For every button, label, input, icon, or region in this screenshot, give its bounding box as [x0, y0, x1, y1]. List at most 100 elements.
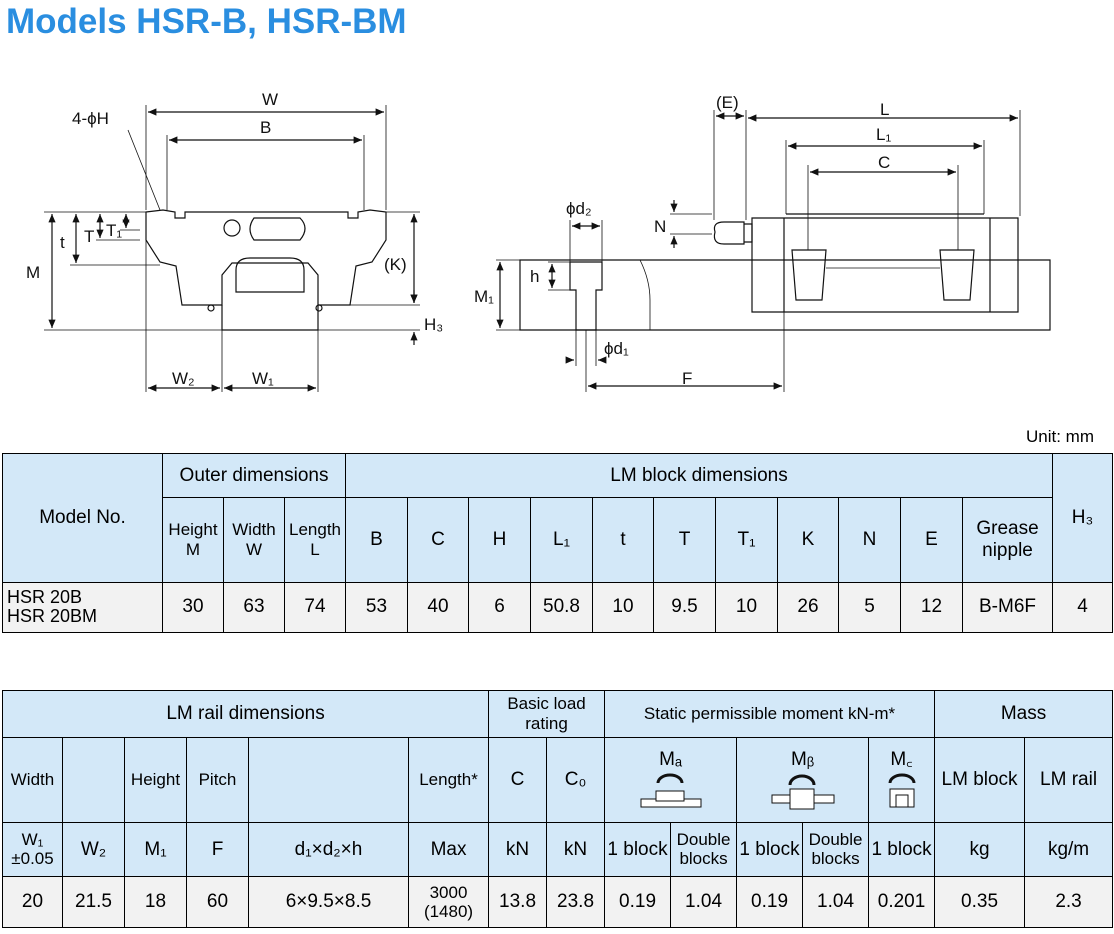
- dim-M1: M₁: [474, 287, 494, 306]
- value-MA-2: 1.04: [670, 876, 738, 928]
- dim-t: t: [60, 233, 65, 252]
- value-N: 5: [838, 581, 901, 634]
- moment-a-icon: [640, 773, 702, 808]
- header-B: B: [345, 497, 408, 583]
- block-dimensions-table: Model No. Outer dimensions LM block dime…: [2, 452, 1114, 634]
- header-C: C: [407, 497, 469, 583]
- dim-d1: ϕd₁: [604, 339, 629, 358]
- value-block-mass: 0.35: [934, 876, 1026, 928]
- value-MC-1: 0.201: [868, 876, 936, 928]
- value-W: 63: [223, 581, 285, 634]
- dim-W1: W₁: [252, 369, 274, 388]
- dim-B: B: [260, 118, 271, 137]
- value-C: 13.8: [488, 876, 548, 928]
- header-L1: L₁: [530, 497, 593, 583]
- header-blank-dims: [248, 736, 409, 823]
- value-length-max: 3000 (1480): [407, 876, 490, 928]
- header-lm-block: LM block: [934, 736, 1026, 823]
- header-static-moment: Static permissible moment kN-m*: [604, 690, 936, 738]
- header-C0: C₀: [546, 736, 606, 823]
- dim-H3: H₃: [424, 315, 443, 334]
- dim-T: T: [84, 227, 94, 246]
- header-MB-double: Double blocks: [802, 821, 870, 878]
- header-C: C: [488, 736, 548, 823]
- value-W1: 20: [2, 876, 63, 928]
- dim-N: N: [654, 217, 666, 236]
- header-blank-w2: [62, 736, 125, 823]
- header-mass: Mass: [934, 690, 1114, 738]
- header-M1: M₁: [124, 821, 187, 878]
- value-MA-1: 0.19: [604, 876, 672, 928]
- dim-hole: 4-ϕH: [72, 109, 109, 128]
- header-W2: W₂: [62, 821, 125, 878]
- header-lm-block-dimensions: LM block dimensions: [344, 452, 1054, 499]
- dim-K: (K): [384, 255, 407, 274]
- header-MA-1-block: 1 block: [604, 821, 672, 878]
- header-length: Length*: [407, 736, 490, 823]
- dim-F: F: [682, 369, 692, 388]
- value-t: 10: [592, 581, 654, 634]
- value-W2: 21.5: [62, 876, 125, 928]
- header-K: K: [777, 497, 839, 583]
- header-kN: kN: [488, 821, 548, 878]
- technical-drawing: W B 4-ϕH T₁ T t M (K) H₃ W₂ W₁ (E) L L₁ …: [26, 90, 1051, 392]
- moment-c-icon: [888, 773, 916, 808]
- value-L: 74: [284, 581, 346, 634]
- value-grease-nipple: B-M6F: [961, 581, 1054, 634]
- dim-E: (E): [716, 93, 739, 112]
- value-T1: 10: [715, 581, 778, 634]
- header-kgm: kg/m: [1024, 821, 1114, 878]
- header-MB: Mᵦ: [736, 736, 870, 823]
- header-grease-nipple: Grease nipple: [961, 497, 1054, 583]
- header-H3: H₃: [1052, 453, 1114, 583]
- value-F: 60: [186, 876, 249, 928]
- value-H3: 4: [1052, 581, 1114, 634]
- header-T: T: [653, 497, 716, 583]
- page-title: Models HSR-B, HSR-BM: [6, 2, 407, 41]
- unit-note: Unit: mm: [1026, 427, 1094, 446]
- header-N: N: [838, 497, 901, 583]
- value-MB-2: 1.04: [802, 876, 870, 928]
- dim-L1: L₁: [876, 125, 891, 144]
- rail-dimensions-table: LM rail dimensions Basic load rating Sta…: [1, 690, 1114, 928]
- header-F: F: [186, 821, 249, 878]
- header-model-no: Model No.: [2, 453, 163, 583]
- value-T: 9.5: [653, 581, 716, 634]
- header-E: E: [900, 497, 963, 583]
- dim-M: M: [26, 263, 40, 282]
- header-kg: kg: [934, 821, 1026, 878]
- value-M: 30: [162, 581, 224, 634]
- value-M1: 18: [124, 876, 187, 928]
- header-kN0: kN: [546, 821, 606, 878]
- value-H: 6: [468, 581, 531, 634]
- header-MB-1-block: 1 block: [736, 821, 804, 878]
- header-height: Height: [124, 736, 187, 823]
- header-max: Max: [407, 821, 490, 878]
- header-outer-dimensions: Outer dimensions: [162, 452, 346, 499]
- header-width: Width: [2, 736, 63, 823]
- header-lm-rail-dimensions: LM rail dimensions: [1, 690, 490, 738]
- value-K: 26: [777, 581, 839, 634]
- header-MA-double: Double blocks: [670, 821, 738, 878]
- value-C0: 23.8: [546, 876, 606, 928]
- dim-h: h: [530, 267, 539, 286]
- header-t: t: [592, 497, 654, 583]
- dim-W2: W₂: [172, 369, 195, 388]
- header-d1-d2-h: d₁×d₂×h: [248, 821, 409, 878]
- dim-W: W: [262, 90, 278, 109]
- value-L1: 50.8: [530, 581, 593, 634]
- header-pitch: Pitch: [186, 736, 249, 823]
- dim-L: L: [880, 100, 889, 119]
- dim-C: C: [878, 153, 890, 172]
- value-rail-mass: 2.3: [1024, 876, 1114, 928]
- header-lm-rail: LM rail: [1024, 736, 1114, 823]
- value-E: 12: [900, 581, 963, 634]
- header-T1: T₁: [715, 497, 778, 583]
- value-C: 40: [407, 581, 469, 634]
- dim-d2: ϕd₂: [566, 199, 592, 218]
- value-MB-1: 0.19: [736, 876, 804, 928]
